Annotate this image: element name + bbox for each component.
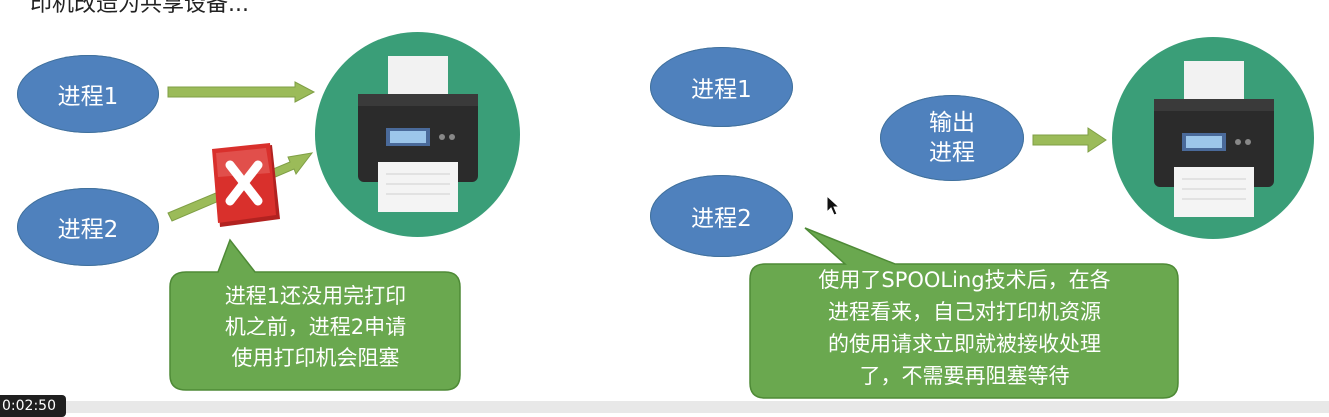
right-printer-icon (1154, 61, 1274, 217)
left-process1-ellipse: 进程1 (17, 55, 159, 133)
left-process2-ellipse: 进程2 (17, 188, 159, 266)
video-progress-bar[interactable] (0, 401, 1329, 413)
left-process1-label: 进程1 (57, 84, 119, 110)
left-process2-label: 进程2 (57, 217, 119, 243)
left-arrow-process1 (167, 81, 316, 103)
left-callout-line2: 机之前，进程2申请 (224, 315, 407, 339)
block-x-icon (212, 143, 280, 227)
right-process2-label: 进程2 (691, 206, 752, 232)
left-printer-icon (358, 56, 478, 212)
right-process1-ellipse: 进程1 (650, 47, 793, 127)
right-process1-label: 进程1 (691, 77, 752, 103)
left-callout-line3: 使用打印机会阻塞 (231, 346, 400, 370)
left-callout-line1: 进程1还没用完打印 (224, 284, 407, 308)
output-process-ellipse: 输出 进程 (880, 95, 1024, 181)
right-callout-line2: 进程看来，自己对打印机资源 (828, 300, 1101, 324)
mouse-cursor-icon (826, 194, 841, 216)
video-timestamp: 0:02:50 (0, 395, 66, 417)
left-callout-text: 进程1还没用完打印 机之前，进程2申请 使用打印机会阻塞 (172, 281, 459, 374)
right-callout-line4: 了，不需要再阻塞等待 (859, 364, 1070, 388)
right-callout-line3: 的使用请求立即就被接收处理 (828, 332, 1101, 356)
top-text: 印机改造为共享设备... (30, 0, 249, 17)
output-process-line2: 进程 (929, 140, 975, 166)
output-arrow (1032, 127, 1107, 153)
right-callout-line1: 使用了SPOOLing技术后，在各 (818, 268, 1111, 292)
output-process-line1: 输出 (929, 110, 975, 136)
right-callout-text: 使用了SPOOLing技术后，在各 进程看来，自己对打印机资源 的使用请求立即就… (752, 264, 1177, 392)
right-process2-ellipse: 进程2 (650, 175, 793, 257)
